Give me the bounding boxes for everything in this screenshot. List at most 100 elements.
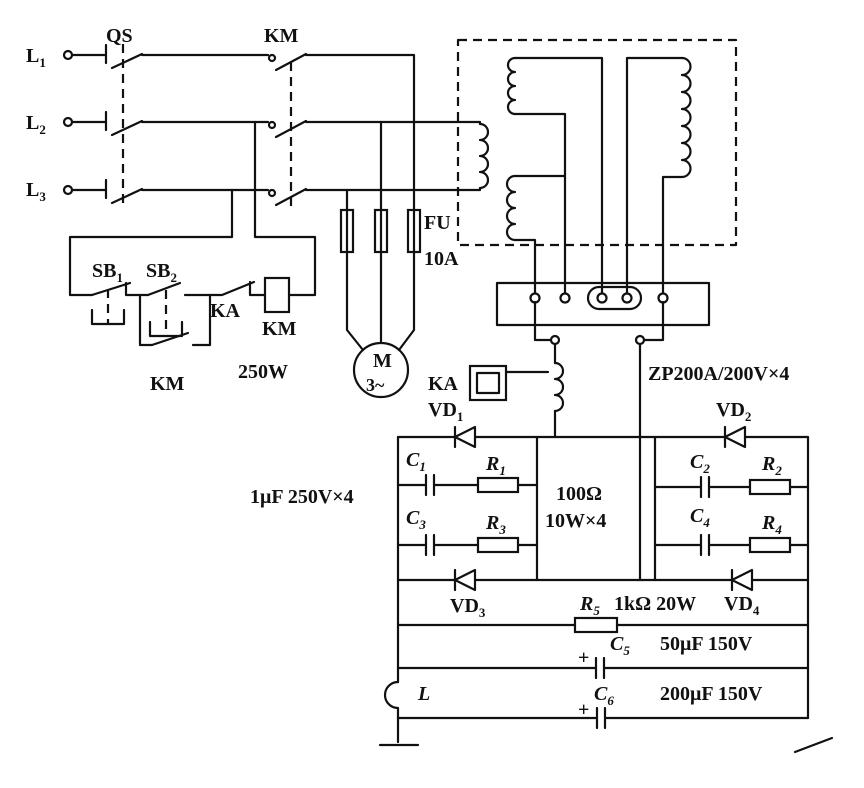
label-sub: 3: [39, 189, 46, 204]
snubber-left: [396, 473, 539, 557]
label-l3: L3: [26, 179, 46, 204]
label-sub: 4: [774, 522, 782, 537]
motor: [345, 250, 416, 399]
label-sub: 6: [607, 693, 614, 708]
label-sub: 4: [753, 603, 760, 618]
label-sub: 1: [499, 463, 506, 478]
bridge-frame: [396, 435, 810, 720]
km-holding-contact: [138, 293, 212, 347]
terminal-block: [495, 281, 711, 327]
label-cap-rating: 1μF 250V×4: [250, 486, 354, 508]
control-circuit: [68, 120, 317, 347]
label-qs: QS: [106, 25, 133, 47]
qs-pole-1: [70, 43, 144, 70]
control-wire-right: [253, 120, 317, 297]
c4-r4-branch: [653, 533, 810, 557]
label-main: C: [406, 449, 420, 471]
label-c4: C4: [690, 505, 710, 530]
label-main: C: [406, 507, 420, 529]
wire-l3-to-coil: [304, 186, 482, 192]
terminal-4: [621, 292, 633, 304]
km-contact-terminal: [267, 53, 277, 63]
label-motor: M: [373, 350, 392, 372]
qs-switch: [70, 43, 144, 206]
wire-l1-to-fuse: [304, 53, 416, 212]
label-c6-rating: 200μF 150V: [660, 683, 763, 705]
terminal-l3: [62, 184, 74, 196]
motor-leads: [345, 250, 416, 352]
snubber-right: [653, 475, 810, 557]
load-coil: [383, 680, 400, 744]
c6-branch: [396, 706, 810, 730]
fuse-elements: [345, 208, 416, 254]
label-vd3: VD3: [450, 595, 486, 620]
label-main: SB: [92, 260, 116, 282]
winding-a: [506, 56, 517, 116]
label-main: C: [610, 633, 624, 655]
resistor-r1: [476, 476, 520, 494]
label-sb2: SB2: [146, 260, 177, 285]
label-rectifier-bridge: ZP200A/200V×4: [648, 363, 789, 385]
label-res-rating: 100Ω: [556, 483, 602, 505]
label-r5-rating: 1kΩ 20W: [614, 593, 696, 615]
diode-vd2: [723, 425, 747, 449]
label-sub: 4: [702, 515, 710, 530]
label-r3: R3: [485, 512, 506, 537]
label-sub: 3: [498, 522, 506, 537]
label-r1: R1: [485, 453, 506, 478]
resistor-r3: [476, 536, 520, 554]
node-left: [549, 334, 561, 346]
resistor-r2: [748, 478, 792, 496]
label-km-main: KM: [264, 25, 299, 47]
qs-pole-2: [70, 110, 144, 137]
lead-b-bottom: [661, 175, 684, 295]
label-sub: 1: [39, 55, 46, 70]
label-fu-rating: 10A: [424, 248, 459, 270]
c2-r2-branch: [653, 475, 810, 499]
label-sub: 1: [419, 459, 426, 474]
label-vd1: VD1: [428, 399, 463, 424]
label-r2: R2: [761, 453, 782, 478]
label-l1: L1: [26, 45, 46, 70]
label-main: R: [579, 593, 593, 615]
label-power: 250W: [238, 361, 288, 383]
label-sub: 3: [479, 605, 486, 620]
label-main: VD: [716, 399, 745, 421]
km-contact-terminal: [267, 188, 277, 198]
label-sub: 2: [39, 122, 46, 137]
terminal-block-body: [495, 281, 711, 327]
ka-relay-core: [475, 371, 501, 395]
label-main: C: [690, 505, 704, 527]
label-km-coil: KM: [262, 318, 297, 340]
label-main: L: [26, 112, 39, 134]
control-wire-left: [68, 188, 234, 297]
feed-wire-right: [642, 300, 665, 342]
km-coil: [263, 276, 291, 314]
fuses: [339, 208, 422, 254]
ka-relay-coil: [553, 361, 565, 413]
label-sub: 2: [702, 461, 710, 476]
label-ka-relay: KA: [428, 373, 459, 395]
label-res-power: 10W×4: [545, 510, 606, 532]
label-main: SB: [146, 260, 170, 282]
diode-vd1: [453, 425, 477, 449]
wire-l2-to-coil: [304, 120, 482, 126]
label-sb1: SB1: [92, 260, 123, 285]
label-km-hold: KM: [150, 373, 185, 395]
label-sub: 2: [745, 409, 752, 424]
motor-feed-wires: [304, 53, 490, 212]
label-c6: C6: [594, 683, 614, 708]
label-r5: R5: [579, 593, 600, 618]
label-r4: R4: [761, 512, 782, 537]
label-main: R: [761, 453, 775, 475]
label-c5-rating: 50μF 150V: [660, 633, 753, 655]
label-main: C: [690, 451, 704, 473]
motor-symbol: [352, 341, 410, 399]
label-vd2: VD2: [716, 399, 751, 424]
label-main: VD: [450, 595, 479, 617]
label-c3: C3: [406, 507, 426, 532]
label-main: VD: [428, 399, 457, 421]
diodes: [453, 425, 754, 592]
label-load-coil: L: [417, 683, 430, 705]
output-filter: [378, 616, 834, 754]
